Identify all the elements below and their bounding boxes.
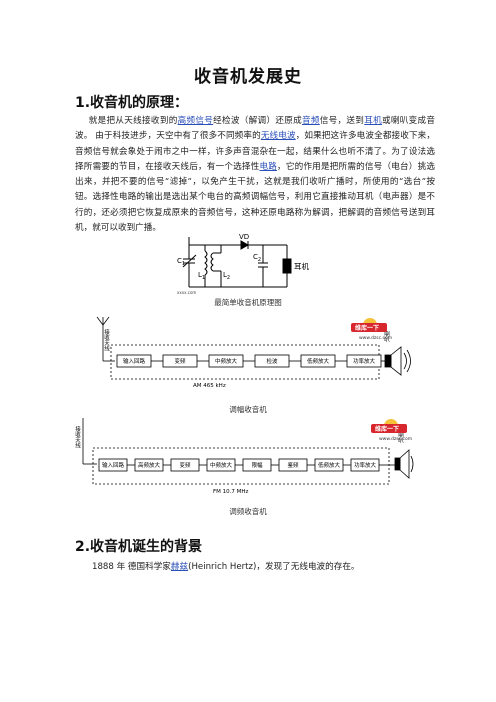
block-label: 变频: [174, 357, 186, 365]
block-label: 功率放大: [354, 461, 377, 469]
text-run: (Heinrich Hertz)，发现了无线电波的存在。: [188, 562, 360, 572]
am-antenna-label: 接收天线: [103, 328, 110, 352]
text-run: ，它的作用是把所需的信号（电台）挑选出来，并把不要的信号“滤掉”，以免产生干扰，…: [75, 161, 435, 234]
figure2-caption: 调幅收音机: [229, 405, 267, 414]
am-speaker-label: 喇叭: [383, 330, 390, 344]
block-label: 中频放大: [210, 461, 233, 469]
fm-speaker-icon: [394, 449, 414, 479]
block-label: 输入回路: [102, 461, 125, 469]
simple-radio-schematic: C1 L1 L2 VD C2 耳机 xxxx.com: [175, 233, 315, 295]
am-radio-block-diagram: 接收天线 输入回路变频中频放大检波低频放大功率放大 喇叭 AM 465 kHz …: [93, 313, 418, 401]
block-label: 检波: [266, 357, 278, 365]
block-label: 中频放大: [215, 357, 238, 365]
document-title: 收音机发展史: [194, 67, 302, 87]
schematic-footer: xxxx.com: [177, 290, 196, 295]
label-vd: VD: [239, 233, 249, 241]
figure1-caption: 最简单收音机原理图: [214, 298, 282, 307]
text-run: 1888 年 德国科学家: [92, 562, 171, 572]
link-hertz[interactable]: 赫兹: [170, 562, 189, 572]
link-audio[interactable]: 音频: [301, 116, 320, 126]
block-label: 低频放大: [307, 357, 330, 365]
fm-speaker-label: 喇叭: [397, 431, 404, 445]
block-label: 功率放大: [353, 357, 376, 365]
fm-radio-block-diagram: 接收天线 输入回路 高频放大 变频 中频放大 限幅 鉴频 低频放大 功率放大 喇叭 FM 10…: [73, 412, 418, 502]
section-heading-principle: 1.收音机的原理：: [75, 95, 189, 111]
fm-frequency-label: FM 10.7 MHz: [213, 489, 249, 495]
link-circuit[interactable]: 电路: [259, 161, 278, 172]
link-radio-wave[interactable]: 无线电波: [260, 131, 296, 142]
background-paragraph: 1888 年 德国科学家赫兹(Heinrich Hertz)，发现了无线电波的存…: [92, 560, 360, 572]
label-l2: L2: [223, 271, 230, 281]
label-c1: C1: [177, 257, 185, 267]
block-label: 高频放大: [138, 461, 161, 469]
section-heading-background: 2.收音机诞生的背景: [75, 539, 203, 555]
block-label: 输入回路: [123, 357, 146, 365]
text-run: 就是把从天线接收到的: [88, 116, 178, 126]
label-c2: C2: [253, 253, 261, 263]
text-run: 信号，送到: [319, 116, 365, 126]
principle-paragraph: 就是把从天线接收到的高频信号经检波（解调）还原成音频信号，送到耳机或喇叭变成音波…: [75, 114, 435, 236]
block-label: 鉴频: [287, 461, 299, 469]
link-high-frequency-signal[interactable]: 高频信号: [177, 116, 214, 126]
text-run: 或喇叭变成音波。 由于科技进步，天空中有了很多不同频率的: [75, 116, 435, 142]
am-speaker-icon: [384, 346, 411, 376]
svg-text:维库一下: 维库一下: [375, 425, 399, 433]
svg-text:维库一下: 维库一下: [355, 324, 379, 332]
block-label: 低频放大: [318, 461, 341, 469]
label-l1: L1: [198, 271, 205, 281]
label-earphone: 耳机: [294, 261, 309, 271]
link-earphone[interactable]: 耳机: [364, 116, 382, 126]
svg-text:www.dzsc.com: www.dzsc.com: [379, 436, 412, 442]
block-label: 变频: [179, 461, 191, 469]
figure3-caption: 调频收音机: [229, 507, 267, 516]
watermark-badge: 维库一下 www.dzsc.com: [351, 318, 392, 341]
watermark-badge: 维库一下 www.dzsc.com: [371, 419, 412, 442]
svg-text:www.dzsc.com: www.dzsc.com: [359, 335, 392, 341]
text-run: ，如果把这许多电波全都接收下来，音频信号就会象处于闹市之中一样，许多声音混杂在一…: [75, 131, 435, 172]
fm-antenna-label: 接收天线: [74, 425, 81, 449]
text-run: 经检波（解调）还原成: [213, 116, 302, 126]
block-label: 限幅: [251, 461, 263, 469]
am-frequency-label: AM 465 kHz: [193, 383, 226, 389]
